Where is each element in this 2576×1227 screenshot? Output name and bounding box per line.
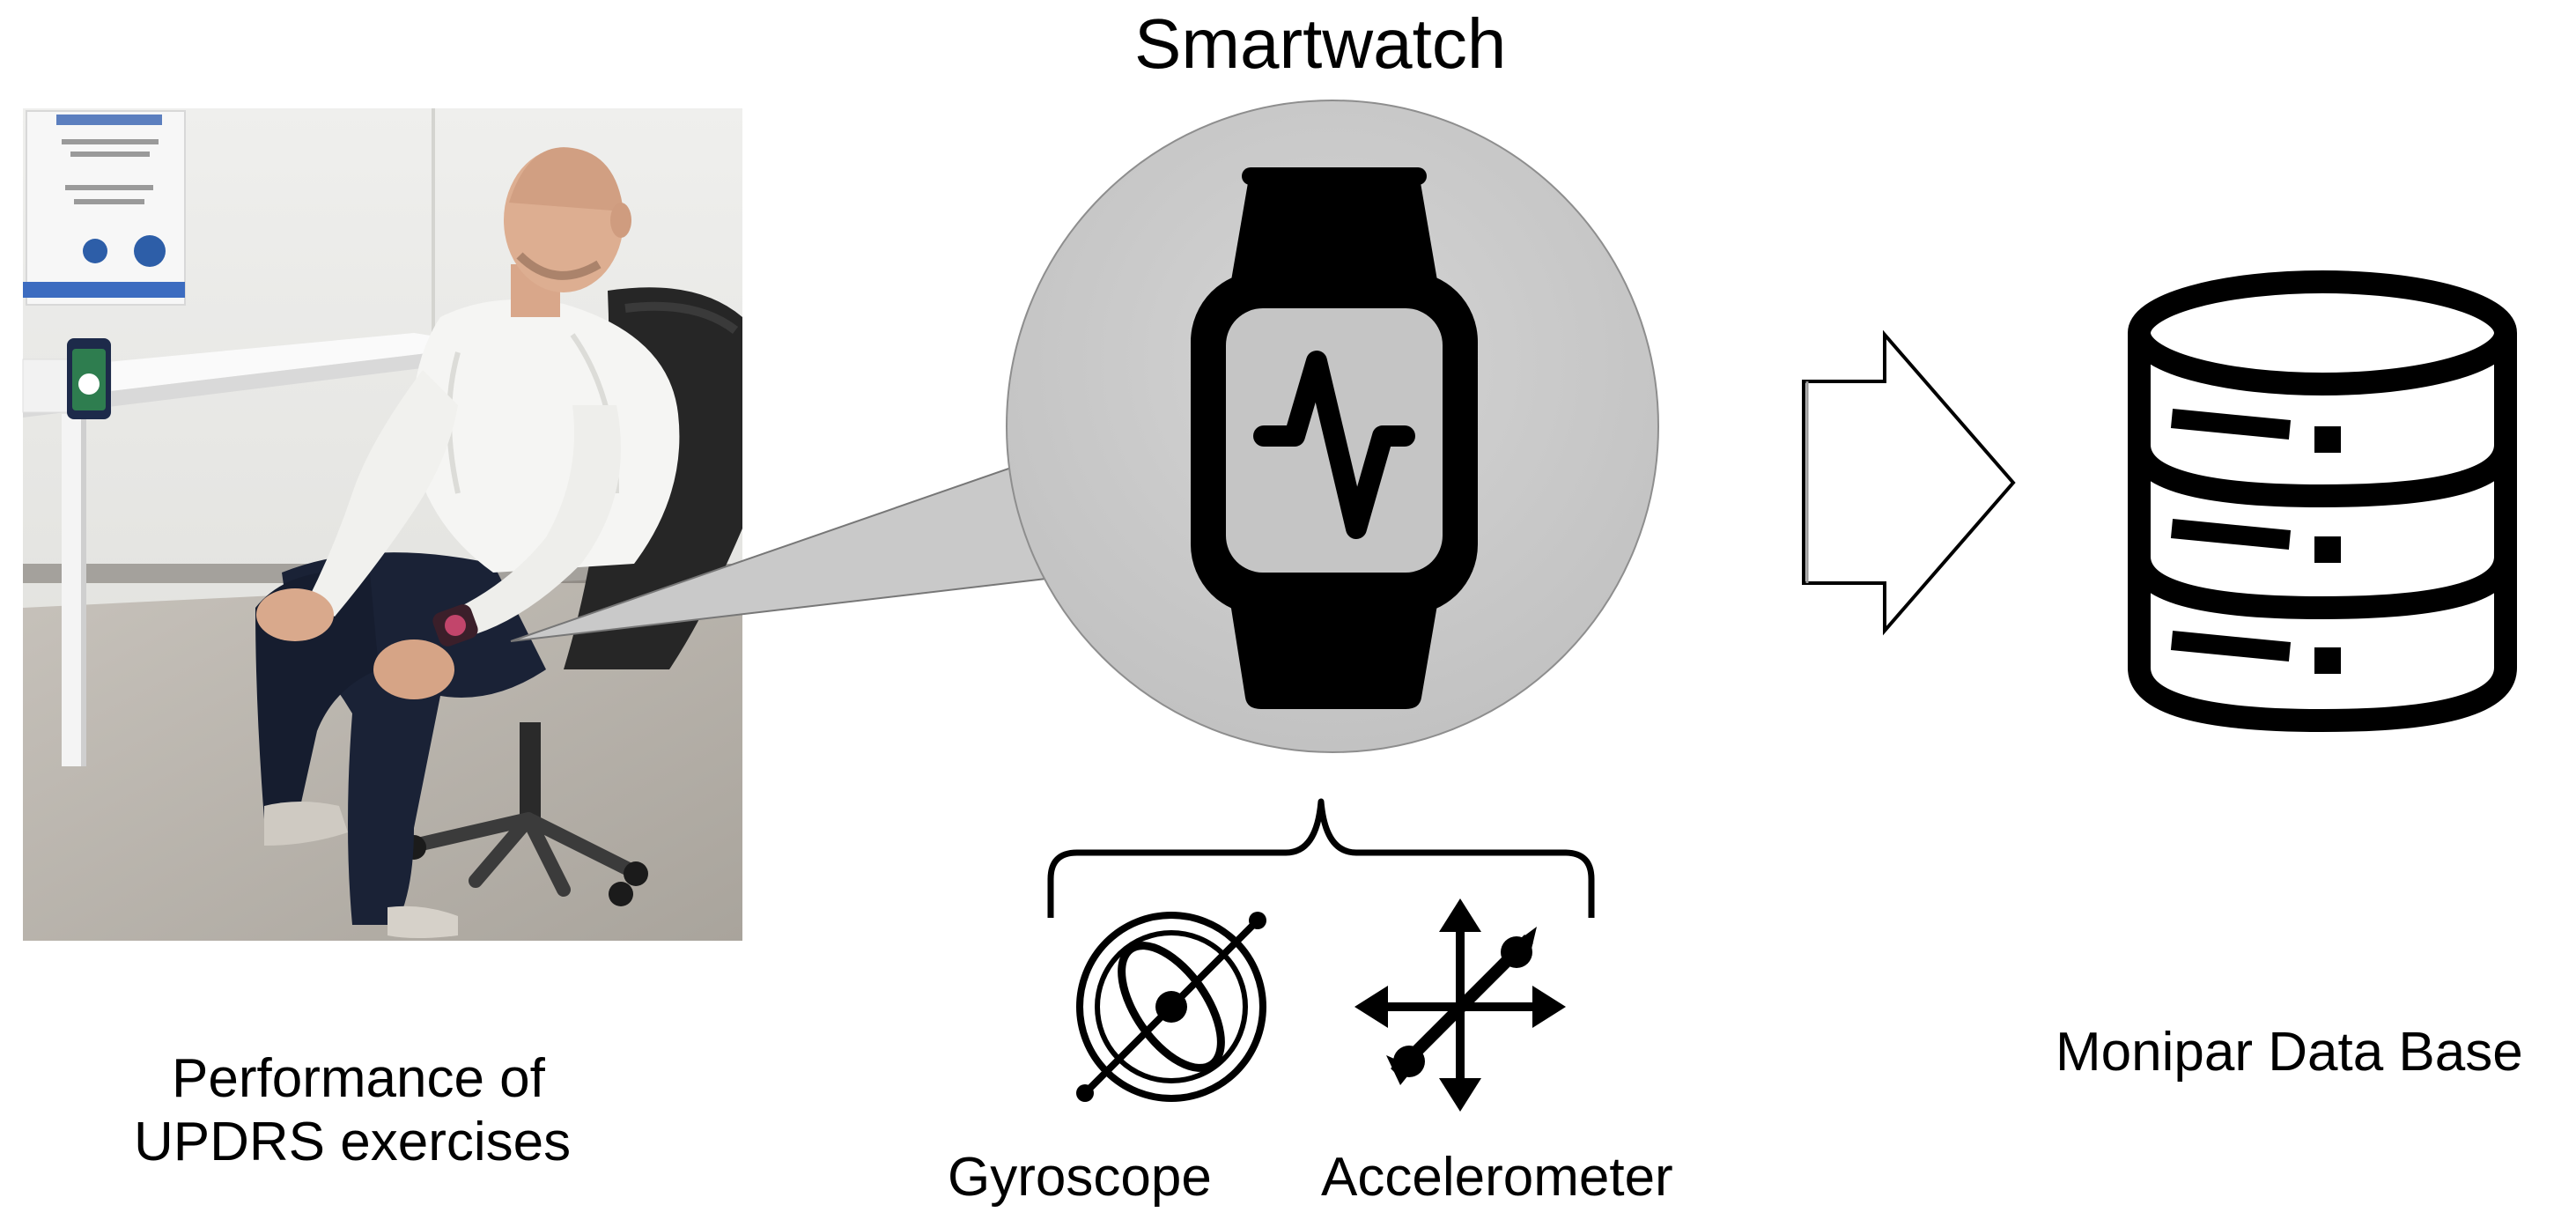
database-indicator [2314,426,2341,453]
phone-on-desk [67,338,111,419]
flow-arrow [1802,329,2016,636]
gyroscope-label: Gyroscope [948,1147,1212,1208]
patient-photo [22,108,742,941]
accelerometer-icon [1354,898,1566,1112]
database-icon [2128,270,2517,733]
device-title: Smartwatch [1134,4,1507,83]
photo-caption-line-2: UPDRS exercises [134,1112,572,1172]
database-indicator [2314,647,2341,674]
wall-poster [23,110,186,306]
database-indicator [2314,536,2341,563]
smartwatch-icon [1191,167,1478,709]
patient-figure [255,147,680,938]
accelerometer-label: Accelerometer [1321,1147,1673,1208]
photo-caption-line-1: Performance of [172,1048,545,1109]
database-label: Monipar Data Base [2056,1022,2523,1083]
gyroscope-icon [1076,912,1266,1102]
sensor-brace [1047,798,1595,918]
